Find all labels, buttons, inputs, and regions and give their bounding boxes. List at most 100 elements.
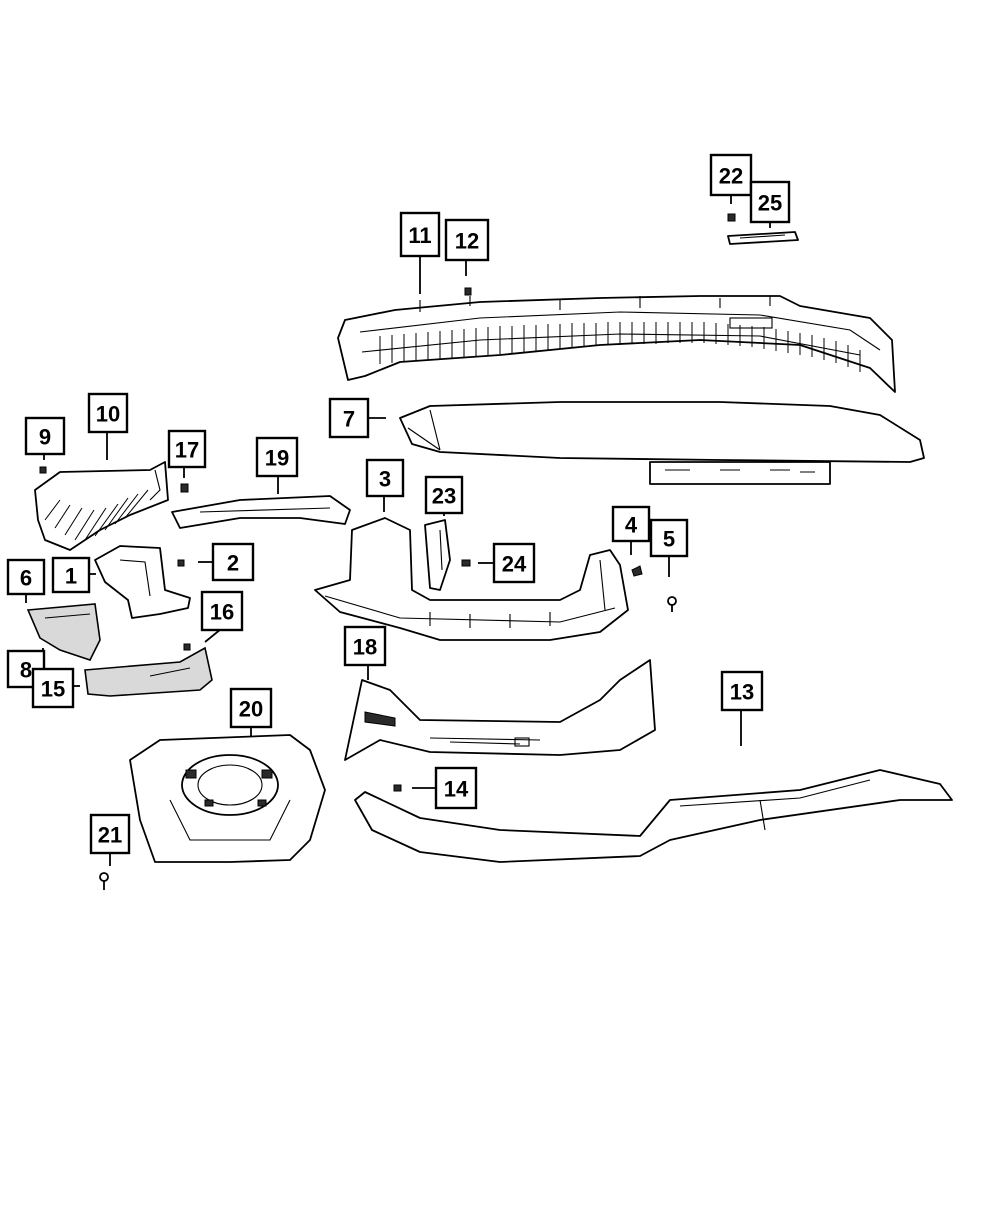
callout-16: 16: [200, 590, 244, 632]
callout-box: [424, 475, 464, 515]
part-2-clip: [177, 559, 185, 567]
callout-1: 1: [51, 556, 91, 594]
part-12-clip: [464, 287, 472, 296]
callout-box: [492, 542, 536, 584]
part-9-clip: [39, 466, 47, 474]
part-21-screw: [99, 872, 109, 890]
callout-box: [720, 670, 764, 712]
parts-artwork: [26, 213, 953, 890]
callout-box: [343, 625, 387, 667]
callout-2: 2: [211, 542, 255, 582]
callout-number: 25: [758, 191, 782, 216]
callout-24: 24: [492, 542, 536, 584]
callout-23: 23: [424, 475, 464, 515]
callout-number: 2: [227, 551, 239, 576]
part-17-clip: [180, 483, 189, 493]
part-1-left-duct: [94, 545, 191, 619]
part-18-lower-center-panel: [344, 659, 656, 761]
callout-box: [229, 687, 273, 729]
callout-number: 16: [210, 600, 234, 625]
callout-number: 6: [20, 566, 32, 591]
callout-number: 17: [175, 438, 199, 463]
callout-box: [51, 556, 91, 594]
callout-6: 6: [6, 558, 46, 596]
part-3-center-bracket: [314, 517, 629, 641]
callout-number: 5: [663, 527, 675, 552]
callout-box: [709, 153, 753, 197]
part-5-screw: [667, 596, 677, 612]
callout-box: [399, 211, 441, 258]
callout-number: 3: [379, 467, 391, 492]
callout-3: 3: [365, 458, 405, 498]
callout-box: [87, 392, 129, 434]
callout-box: [649, 518, 689, 558]
callout-box: [200, 590, 244, 632]
callout-box: [89, 813, 131, 855]
callout-number: 23: [432, 484, 456, 509]
callout-17: 17: [167, 429, 207, 469]
callout-number: 10: [96, 402, 120, 427]
callout-number: 21: [98, 823, 122, 848]
callout-number: 22: [719, 164, 743, 189]
callout-box: [365, 458, 405, 498]
callout-13: 13: [720, 670, 764, 712]
part-4-clip: [631, 565, 643, 577]
callout-box: [434, 766, 478, 810]
callout-number: 19: [265, 446, 289, 471]
callout-box: [328, 397, 370, 439]
part-11-grille-slots: [379, 322, 861, 372]
callout-number: 7: [343, 407, 355, 432]
callout-box: [6, 558, 46, 596]
callout-19: 19: [255, 436, 299, 478]
callout-14: 14: [434, 766, 478, 810]
callout-number: 20: [239, 697, 263, 722]
callout-box: [749, 180, 791, 224]
callout-box: [444, 218, 490, 262]
callout-box: [24, 416, 66, 456]
part-7-dash-top-cover: [399, 401, 925, 485]
part-16-clip: [183, 643, 191, 651]
callout-box: [167, 429, 207, 469]
part-20-column-housing: [129, 734, 326, 863]
callout-9: 9: [24, 416, 66, 456]
callout-11: 11: [399, 211, 441, 258]
callout-number: 4: [625, 513, 638, 538]
part-24-clip: [461, 559, 471, 567]
callout-number: 15: [41, 677, 65, 702]
callout-21: 21: [89, 813, 131, 855]
part-19-trim-strip: [171, 495, 351, 529]
callout-box: [255, 436, 299, 478]
callout-7: 7: [328, 397, 370, 439]
callout-box: [611, 505, 651, 543]
callout-number: 1: [65, 564, 77, 589]
part-6-bezel: [26, 603, 101, 661]
callout-10: 10: [87, 392, 129, 434]
part-14-clip: [393, 784, 402, 792]
callout-box: [211, 542, 255, 582]
callout-number: 8: [20, 658, 32, 683]
callout-20: 20: [229, 687, 273, 729]
callout-box: [31, 667, 75, 709]
part-10-left-vent-housing: [34, 461, 169, 551]
part-15-lower-left-trim: [84, 646, 213, 697]
callout-number: 12: [455, 229, 479, 254]
callout-number: 14: [444, 777, 469, 802]
callout-12: 12: [444, 218, 490, 262]
callout-4: 4: [611, 505, 651, 543]
callout-25: 25: [749, 180, 791, 224]
callout-number: 11: [408, 223, 431, 248]
callout-5: 5: [649, 518, 689, 558]
callout-18: 18: [343, 625, 387, 667]
part-11-upper-crossbar: [337, 295, 896, 393]
callout-number: 24: [502, 552, 527, 577]
part-23-bracket: [424, 519, 451, 591]
callout-15: 15: [31, 667, 75, 709]
part-22-clip: [727, 213, 736, 222]
callout-number: 13: [730, 680, 754, 705]
callout-number: 9: [39, 425, 51, 450]
part-13-lower-trim: [354, 769, 953, 863]
callout-number: 18: [353, 635, 377, 660]
callout-22: 22: [709, 153, 753, 197]
